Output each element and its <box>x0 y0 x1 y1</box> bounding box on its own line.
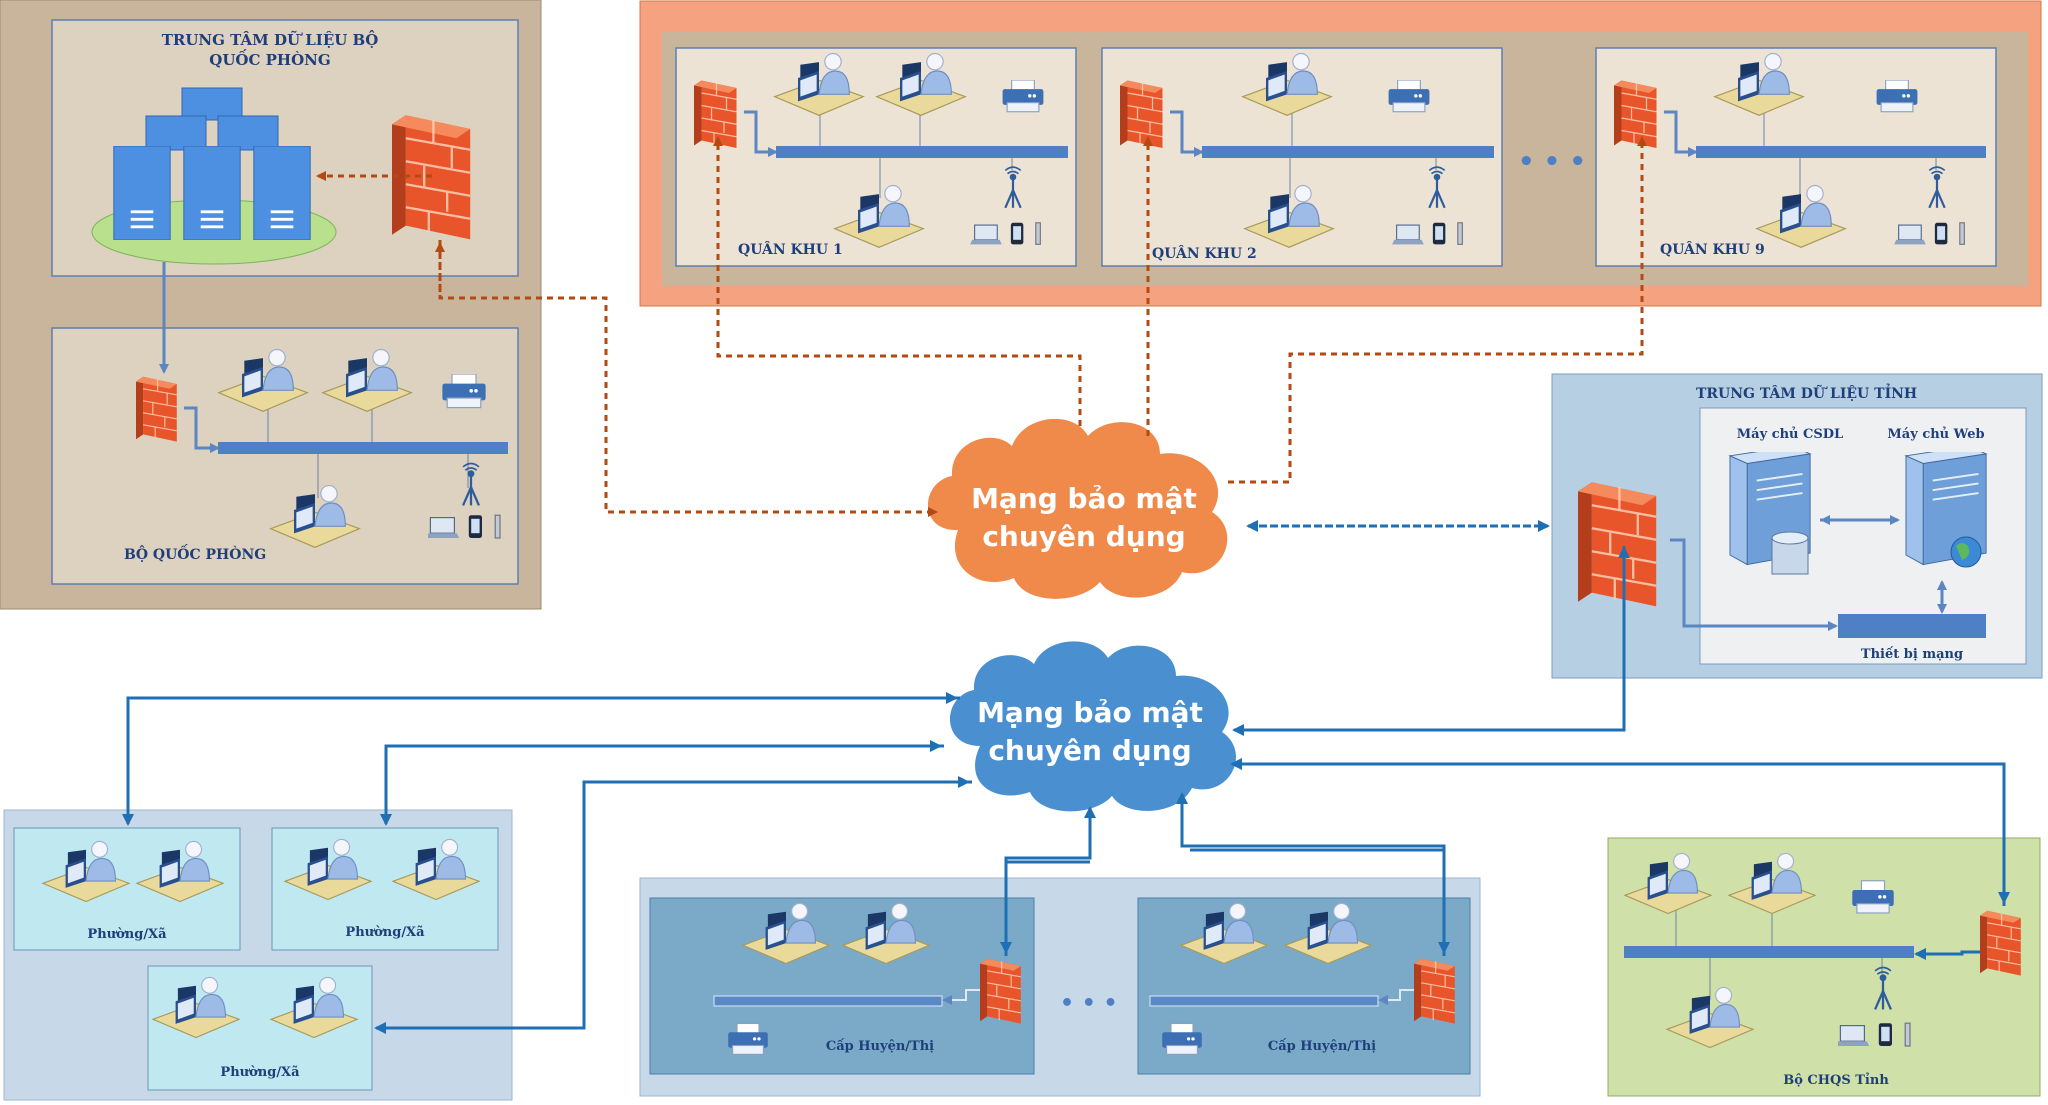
firewall-icon <box>980 958 1022 1025</box>
network-bus-icon <box>776 146 1068 158</box>
cloud-text-1: Mạng bảo mật <box>971 482 1197 515</box>
link-cloud-to-zone1 <box>713 136 1082 426</box>
link-fw-to-bus <box>184 406 220 453</box>
firewall-icon <box>1614 79 1658 149</box>
db-server-label: Máy chủ CSDL <box>1737 426 1843 442</box>
link-commune3-cloud <box>582 776 970 790</box>
server-icon <box>182 146 242 240</box>
network-bus-icon <box>713 995 943 1007</box>
link-cloud-district1 <box>1000 860 1090 954</box>
firewall-icon <box>1578 481 1658 608</box>
zone-label: QUÂN KHU 1 <box>738 240 843 258</box>
link-blue-cloud-to-chqs <box>1240 762 2010 904</box>
server-icon <box>252 146 312 240</box>
mod-datacenter-title-2: QUỐC PHÒNG <box>209 49 330 69</box>
link-cloud-district2 <box>1190 848 1450 954</box>
fw-to-bus <box>1378 989 1418 1005</box>
district-1: Cấp Huyện/Thị <box>649 897 1035 1075</box>
cloud-icon <box>949 641 1237 812</box>
district-label: Cấp Huyện/Thị <box>1268 1038 1376 1054</box>
fw-to-bus <box>1170 110 1204 157</box>
database-cylinder-top <box>1771 531 1809 545</box>
commune-label: Phường/Xã <box>345 925 425 940</box>
fw-to-bus <box>1664 110 1698 157</box>
network-bus-icon <box>218 442 508 454</box>
globe-land <box>1956 543 1970 560</box>
network-device-icon <box>1838 614 1986 638</box>
firewall-icon <box>1414 958 1456 1025</box>
network-bus-icon <box>1696 146 1986 158</box>
link-cloud-to-zone9 <box>1228 136 1647 484</box>
firewall-icon <box>1120 79 1164 149</box>
zone-label: QUÂN KHU 2 <box>1152 244 1257 262</box>
cloud-text-2: chuyên dụng <box>988 734 1191 767</box>
network-device-label: Thiết bị mạng <box>1861 646 1963 662</box>
fw-to-bus <box>744 110 778 157</box>
network-bus-icon <box>1624 946 1914 958</box>
link-fw-to-network-device <box>1670 538 1838 631</box>
fw-to-bus <box>1914 948 1980 960</box>
server-mid-right <box>217 115 279 151</box>
server-top-block <box>181 87 243 121</box>
cloud-orange: Mạng bảo mật chuyên dụng <box>927 418 1228 599</box>
province-dc-title: TRUNG TÂM DỮ LIỆU TỈNH <box>1696 382 1917 402</box>
web-server-label: Máy chủ Web <box>1887 426 1984 442</box>
districts-ellipsis: • • • <box>1060 991 1118 1016</box>
zone-label: QUÂN KHU 9 <box>1660 240 1765 258</box>
server-mid-left <box>145 115 207 151</box>
zone-1: QUÂN KHU 1 <box>675 47 1077 267</box>
district-label: Cấp Huyện/Thị <box>826 1038 934 1054</box>
network-bus-icon <box>1149 995 1379 1007</box>
cloud-text-1: Mạng bảo mật <box>977 696 1203 729</box>
zones-ellipsis: • • • <box>1518 147 1586 177</box>
fw-to-bus <box>942 989 984 1005</box>
server-icon <box>112 146 172 240</box>
commune-label: Phường/Xã <box>220 1065 300 1080</box>
network-bus-icon <box>1202 146 1494 158</box>
zone-2: QUÂN KHU 2 <box>1101 47 1503 267</box>
firewall-icon <box>694 79 738 149</box>
commune-label: Phường/Xã <box>87 927 167 942</box>
mod-datacenter-title-1: TRUNG TÂM DỮ LIỆU BỘ <box>162 30 379 49</box>
cloud-icon <box>927 418 1228 599</box>
mod-lan-label: BỘ QUỐC PHÒNG <box>124 543 266 563</box>
cloud-blue: Mạng bảo mật chuyên dụng <box>949 641 1237 812</box>
commune-1: Phường/Xã <box>13 827 241 951</box>
district-2: Cấp Huyện/Thị <box>1137 897 1471 1075</box>
cloud-text-2: chuyên dụng <box>982 520 1185 553</box>
district-box <box>649 897 1035 1075</box>
mod-lan-box <box>51 327 519 585</box>
link-cloud-commune1 <box>122 696 960 826</box>
zone-9: QUÂN KHU 9 <box>1595 47 1997 267</box>
chqs-label: Bộ CHQS Tỉnh <box>1783 1073 1889 1088</box>
commune-3: Phường/Xã <box>147 965 373 1091</box>
firewall-icon <box>1980 910 2022 977</box>
firewall-icon <box>136 376 178 443</box>
commune-2: Phường/Xã <box>271 827 499 951</box>
